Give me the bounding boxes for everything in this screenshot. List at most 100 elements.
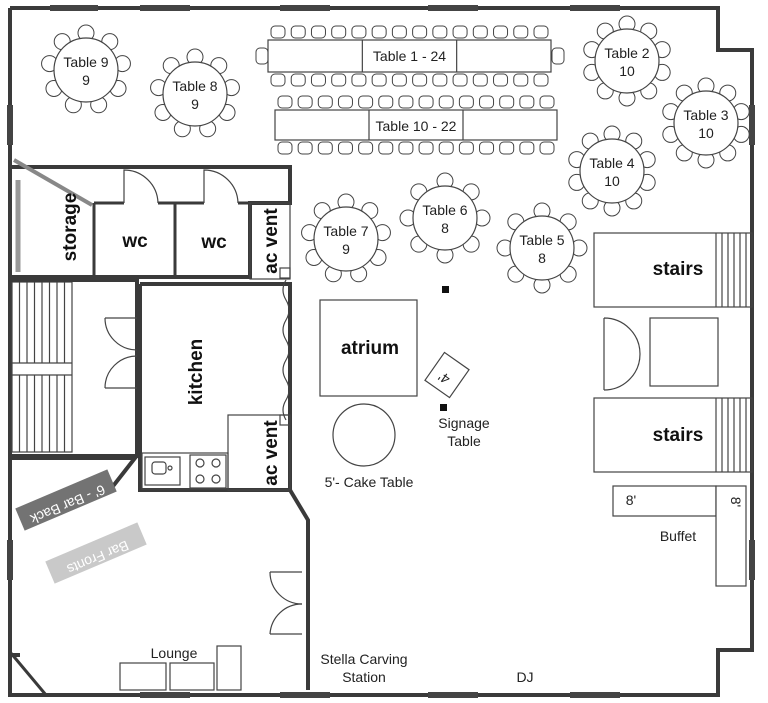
table-seat-count: 10 <box>604 173 620 189</box>
table-seat-count: 9 <box>82 72 90 88</box>
buffet-table-1 <box>612 485 717 517</box>
chair <box>277 141 293 155</box>
table-top <box>274 109 558 141</box>
chair <box>331 25 347 39</box>
round-table: Table 3 10 <box>662 77 750 169</box>
signage-table-label-2: Table <box>447 433 481 449</box>
chair <box>533 25 549 39</box>
table-top <box>313 206 379 272</box>
bar-back <box>15 469 117 531</box>
chair <box>371 73 387 87</box>
round-table: Table 9 9 <box>41 24 131 114</box>
chair <box>337 95 353 109</box>
carving-station-label-1: Stella Carving <box>320 651 407 667</box>
storage-label: storage <box>60 193 81 262</box>
table-seat-count: 9 <box>191 96 199 112</box>
table-name: Table 3 <box>683 107 728 123</box>
lounge-seat-3 <box>216 645 242 691</box>
table-seat-count: 8 <box>538 250 546 266</box>
table-seat-count: 10 <box>619 63 635 79</box>
right-stairwell <box>593 232 753 473</box>
chair <box>391 73 407 87</box>
chair <box>452 73 468 87</box>
banquet-table: Table 10 - 22 <box>274 95 558 155</box>
stairs-label-2: stairs <box>653 425 704 446</box>
chair <box>317 95 333 109</box>
chair <box>551 47 565 65</box>
chair <box>539 141 555 155</box>
chair <box>351 25 367 39</box>
table-top <box>53 37 119 103</box>
chair <box>432 25 448 39</box>
left-stairwell <box>11 281 73 453</box>
chair <box>458 141 474 155</box>
round-table: Table 2 10 <box>583 15 671 107</box>
chair <box>412 25 428 39</box>
chair <box>418 141 434 155</box>
lounge-seat-1 <box>119 662 167 691</box>
buffet-label: Buffet <box>660 528 696 544</box>
round-table: Table 8 9 <box>150 48 240 138</box>
banquet-table-label: Table 1 - 24 <box>373 48 446 64</box>
lounge-seat-2 <box>169 662 215 691</box>
chair <box>418 95 434 109</box>
chair <box>533 73 549 87</box>
chair <box>270 73 286 87</box>
chair <box>255 47 269 65</box>
table-top <box>579 138 645 204</box>
bar-fronts <box>45 522 147 584</box>
chair <box>290 73 306 87</box>
pillar-upper <box>442 286 449 293</box>
chair <box>310 73 326 87</box>
table-top <box>162 61 228 127</box>
chair <box>519 95 535 109</box>
wc-label-1: wc <box>121 231 148 252</box>
chair <box>458 95 474 109</box>
table-name: Table 7 <box>323 223 368 239</box>
chair <box>331 73 347 87</box>
chair <box>337 141 353 155</box>
table-name: Table 9 <box>63 54 108 70</box>
chair <box>297 95 313 109</box>
table-seat-count: 10 <box>698 125 714 141</box>
chair <box>317 141 333 155</box>
chair <box>290 25 306 39</box>
chair <box>493 73 509 87</box>
chair <box>358 95 374 109</box>
chair <box>499 141 515 155</box>
bar-walls <box>10 456 310 690</box>
table-name: Table 8 <box>172 78 217 94</box>
round-table: Table 410 <box>568 125 656 217</box>
chair <box>398 95 414 109</box>
signage-table-shape <box>424 351 470 399</box>
round-table: Table 68 <box>399 172 491 264</box>
chair <box>297 141 313 155</box>
chair <box>499 95 515 109</box>
ac-vent-label-1: ac vent <box>261 208 282 274</box>
wc-label-2: wc <box>200 232 227 253</box>
table-top <box>412 185 478 251</box>
chair <box>452 25 468 39</box>
chair <box>412 73 428 87</box>
table-top <box>594 28 660 94</box>
table-name: Table 2 <box>604 45 649 61</box>
chair <box>493 25 509 39</box>
kitchen-label: kitchen <box>186 339 207 406</box>
long-tables: Table 1 - 24 Table 10 - 22 <box>255 25 565 155</box>
table-seat-count: 9 <box>342 241 350 257</box>
chair <box>378 141 394 155</box>
table-name: Table 5 <box>519 232 564 248</box>
round-table: Table 5 8 <box>496 202 588 294</box>
buffet-length-1: 8' <box>626 492 636 508</box>
banquet-table: Table 1 - 24 <box>255 25 565 87</box>
chair <box>277 95 293 109</box>
outer-walls <box>8 6 754 697</box>
chair <box>378 95 394 109</box>
windows <box>7 5 755 698</box>
table-seat-count: 8 <box>441 220 449 236</box>
chair <box>310 25 326 39</box>
chair <box>270 25 286 39</box>
chair <box>472 25 488 39</box>
chair <box>391 25 407 39</box>
